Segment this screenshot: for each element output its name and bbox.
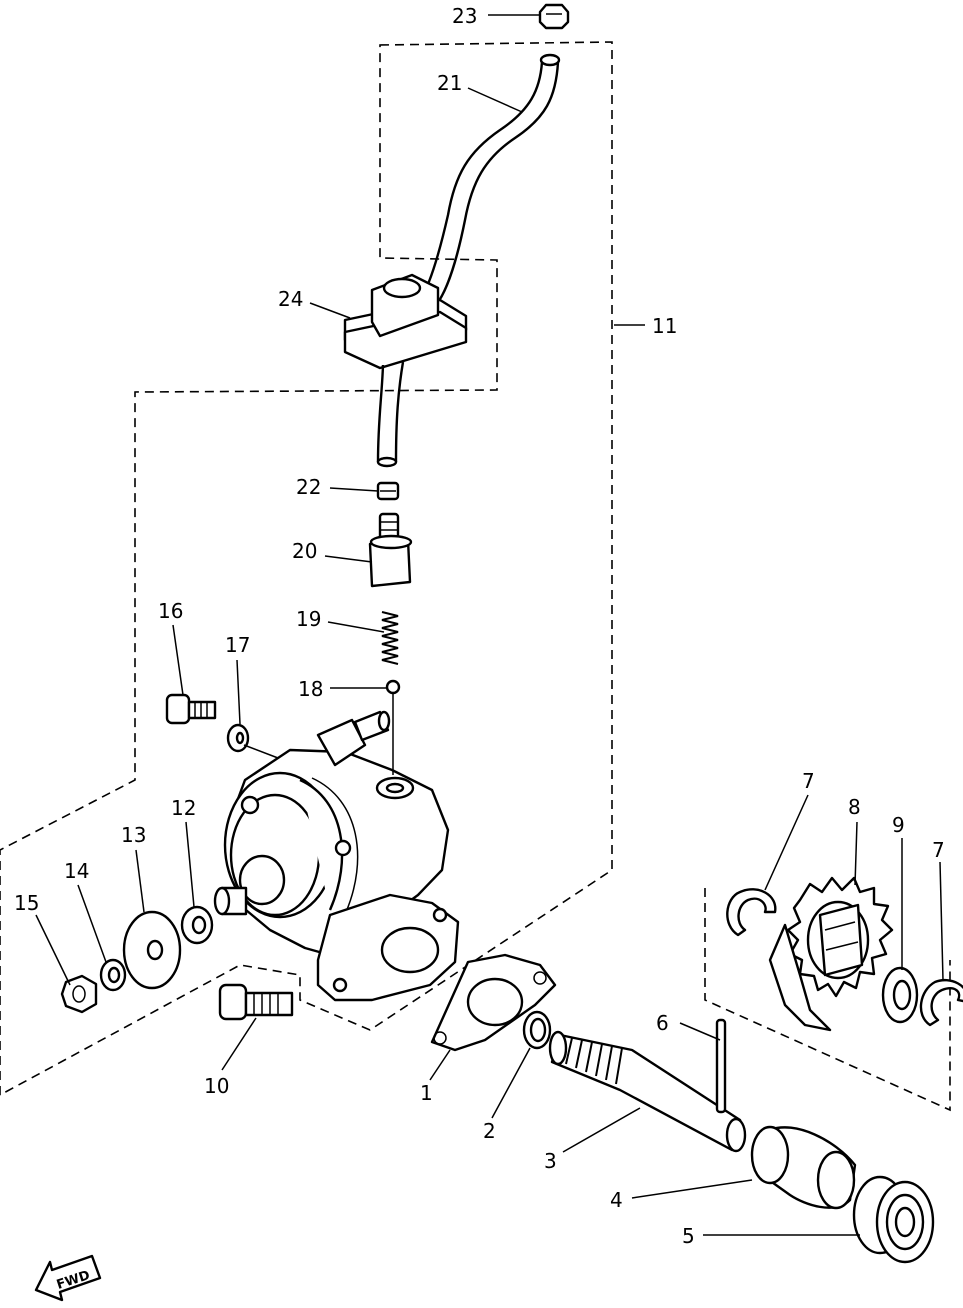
part-5-bearing [852, 1175, 935, 1264]
callout-2: 2 [483, 1119, 496, 1143]
part-23-cap [538, 3, 570, 30]
part-24-pipe-bracket [343, 273, 468, 370]
part-16-screw [165, 693, 217, 725]
part-6-pin [715, 1018, 727, 1114]
callout-12: 12 [171, 796, 196, 820]
part-9-washer [881, 966, 919, 1024]
callout-4: 4 [610, 1188, 623, 1212]
callout-6: 6 [656, 1011, 669, 1035]
callout-11: 11 [652, 314, 677, 338]
part-14-spring-washer [99, 958, 127, 992]
callout-18: 18 [298, 677, 323, 701]
callout-10: 10 [204, 1074, 229, 1098]
part-20-banjo-fitting [368, 512, 413, 588]
part-2-o-ring [522, 1010, 552, 1050]
callout-8: 8 [848, 795, 861, 819]
part-22-clip [376, 481, 400, 501]
part-pump-body [213, 710, 460, 1002]
callout-23: 23 [452, 4, 477, 28]
part-12-washer [180, 905, 214, 945]
part-21-delivery-pipe [418, 53, 561, 306]
callout-15: 15 [14, 891, 39, 915]
assembly-11-boundary [0, 41, 613, 1096]
callout-1: 1 [420, 1081, 433, 1105]
part-10-bolt [218, 983, 294, 1021]
callout-19: 19 [296, 607, 321, 631]
callout-9: 9 [892, 813, 905, 837]
part-1-gasket [430, 953, 557, 1052]
part-pipe-lower [376, 361, 405, 468]
callout-20: 20 [292, 539, 317, 563]
callout-21: 21 [437, 71, 462, 95]
fwd-arrow: FWD [34, 1254, 102, 1302]
gear-group-boundary [704, 888, 951, 1112]
part-15-nut [60, 974, 98, 1014]
callout-7-left: 7 [802, 769, 815, 793]
part-4-collar [750, 1125, 857, 1210]
callout-3: 3 [544, 1149, 557, 1173]
part-19-spring [381, 611, 399, 665]
callout-13: 13 [121, 823, 146, 847]
callout-14: 14 [64, 859, 89, 883]
callout-16: 16 [158, 599, 183, 623]
part-8-drive-gear [768, 876, 894, 1032]
part-3-worm-shaft [548, 1030, 747, 1153]
callout-7-right: 7 [932, 838, 945, 862]
callout-17: 17 [225, 633, 250, 657]
callout-24: 24 [278, 287, 303, 311]
callout-5: 5 [682, 1224, 695, 1248]
part-13-plate [122, 910, 182, 990]
part-7-circlip-right [919, 979, 963, 1027]
leader-lines [35, 14, 944, 1236]
part-7-circlip-left [726, 888, 777, 937]
callout-22: 22 [296, 475, 321, 499]
part-17-washer [226, 723, 250, 753]
part-18-check-ball [385, 679, 401, 695]
